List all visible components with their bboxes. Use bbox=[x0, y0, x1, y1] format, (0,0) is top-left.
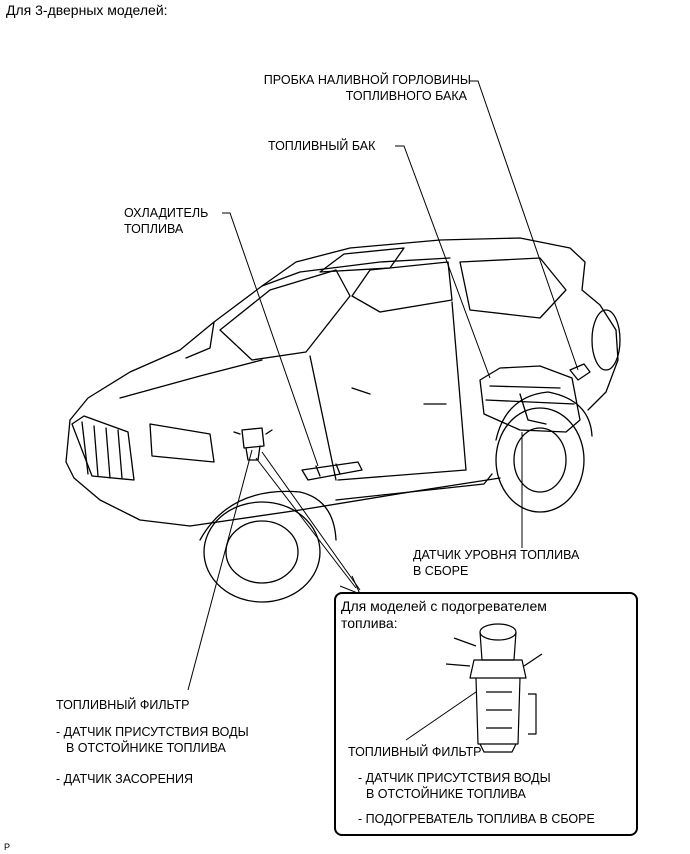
filler-cap bbox=[569, 363, 591, 381]
fuel-tank bbox=[479, 365, 581, 433]
corner-mark: P bbox=[4, 842, 11, 852]
label-fuel-tank: ТОПЛИВНЫЙ БАК bbox=[268, 139, 376, 153]
inset-fuel-heater-models: Для моделей с подогревателем топлива: ТО… bbox=[334, 592, 638, 836]
label-water-sensor-line2: В ОТСТОЙНИКЕ ТОПЛИВА bbox=[66, 741, 226, 755]
label-level-sensor-line1: ДАТЧИК УРОВНЯ ТОПЛИВА bbox=[413, 548, 580, 562]
inset-label-water-sensor-line2: В ОТСТОЙНИКЕ ТОПЛИВА bbox=[366, 787, 526, 801]
front-grille bbox=[71, 415, 215, 481]
fuel-cooler bbox=[301, 461, 363, 481]
label-fuel-filter: ТОПЛИВНЫЙ ФИЛЬТР bbox=[56, 698, 190, 712]
label-fuel-cooler-line1: ОХЛАДИТЕЛЬ bbox=[124, 206, 209, 220]
inset-title-line1: Для моделей с подогревателем bbox=[341, 598, 547, 614]
suv-body-outline bbox=[65, 237, 619, 527]
front-wheel bbox=[199, 490, 337, 603]
label-water-sensor-line1: - ДАТЧИК ПРИСУТСТВИЯ ВОДЫ bbox=[56, 725, 249, 739]
inset-filter-illustration bbox=[405, 623, 543, 753]
fuel-filter bbox=[233, 427, 273, 461]
rear-wheel bbox=[495, 391, 593, 513]
inset-title-line2: топлива: bbox=[341, 615, 398, 631]
inset-label-heater: - ПОДОГРЕВАТЕЛЬ ТОПЛИВА В СБОРЕ bbox=[358, 812, 595, 826]
label-fuel-cooler-line2: ТОПЛИВА bbox=[124, 222, 184, 236]
page-heading: Для 3-дверных моделей: bbox=[6, 2, 168, 18]
label-filler-cap-line2: ТОПЛИВНОГО БАКА bbox=[345, 89, 467, 103]
inset-title: Для моделей с подогревателем топлива: bbox=[341, 598, 547, 632]
leader-lines bbox=[187, 80, 579, 691]
inset-label-water-sensor-line1: - ДАТЧИК ПРИСУТСТВИЯ ВОДЫ bbox=[358, 771, 551, 785]
inset-label-fuel-filter: ТОПЛИВНЫЙ ФИЛЬТР bbox=[348, 745, 482, 759]
door-lines bbox=[309, 301, 493, 501]
label-filler-cap-line1: ПРОБКА НАЛИВНОЙ ГОРЛОВИНЫ bbox=[263, 73, 471, 87]
label-clog-sensor: - ДАТЧИК ЗАСОРЕНИЯ bbox=[56, 772, 193, 786]
label-level-sensor-line2: В СБОРЕ bbox=[413, 564, 469, 578]
spare-tire bbox=[591, 309, 621, 371]
windows bbox=[219, 247, 567, 361]
